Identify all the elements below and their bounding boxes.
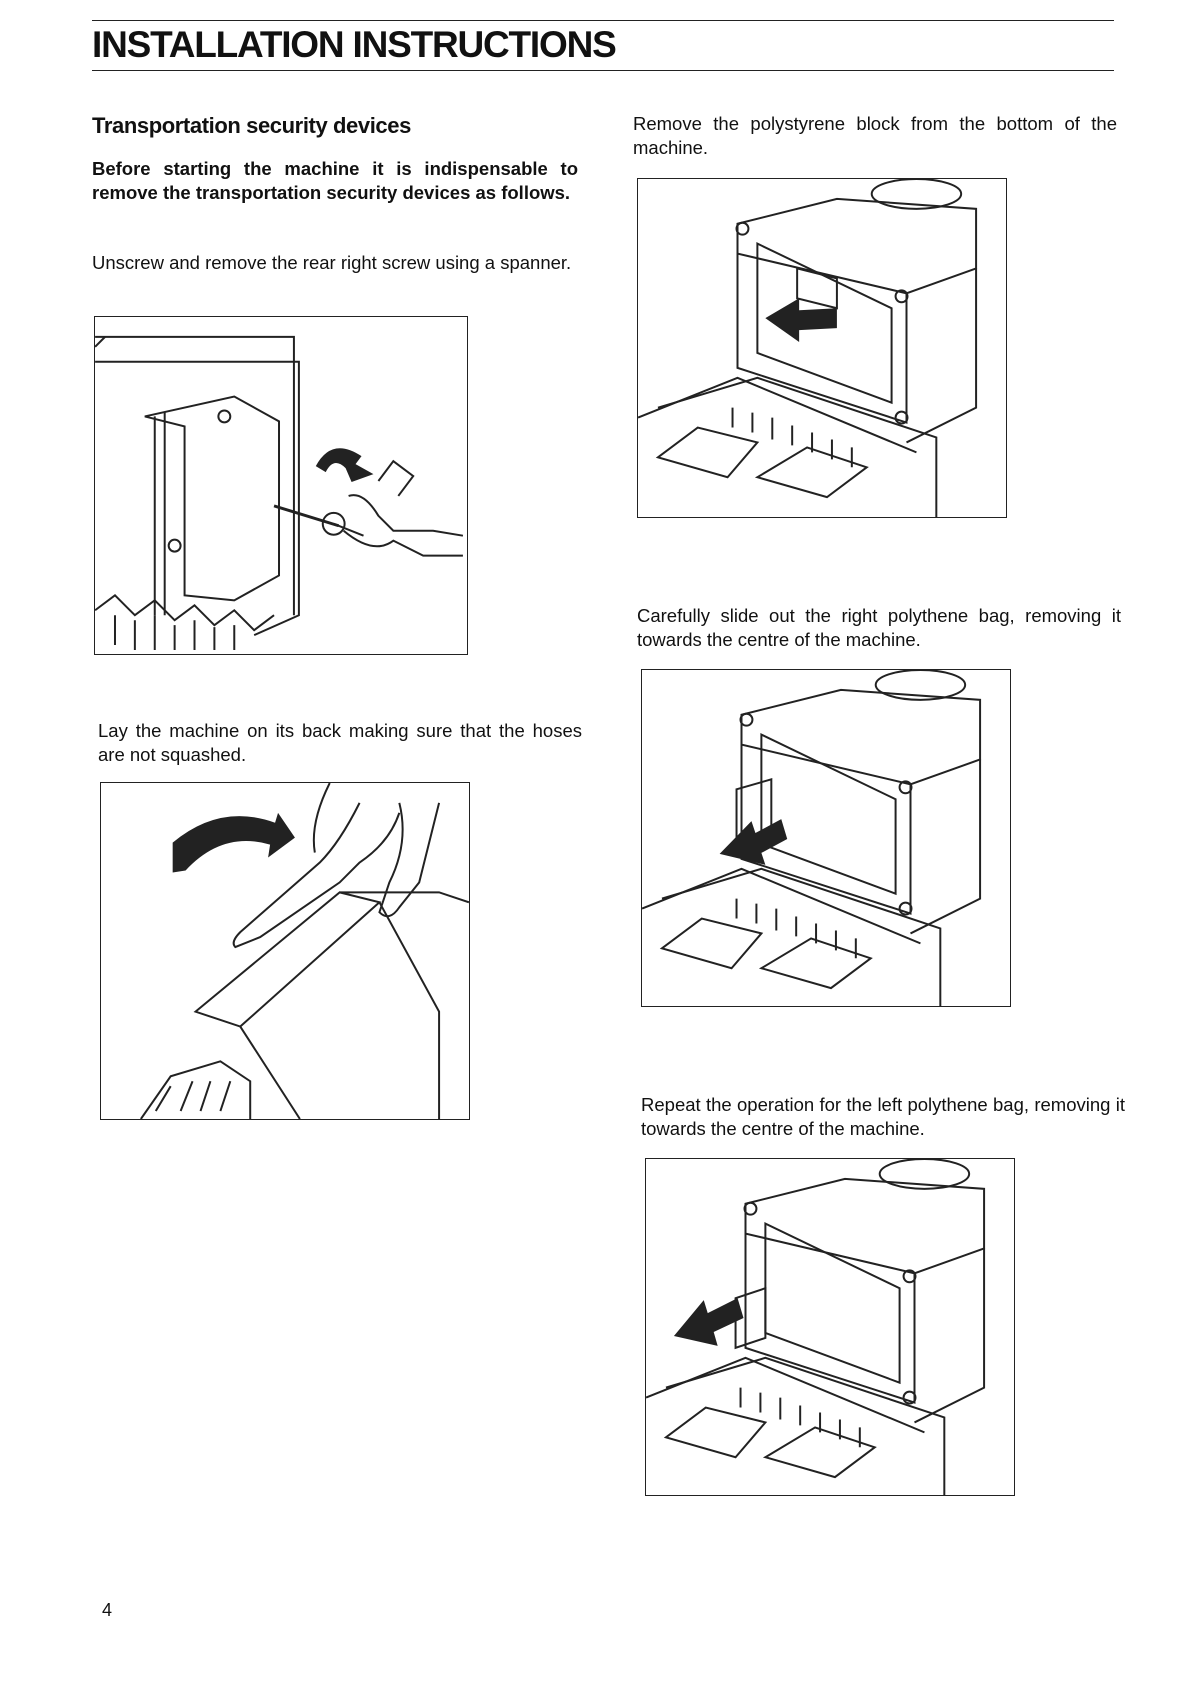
step-lay-machine-text: Lay the machine on its back making sure …: [98, 720, 582, 765]
figure-right-bag: [641, 669, 1011, 1007]
illustration-right-bag: [642, 670, 982, 1006]
illustration-lay-machine: [140, 783, 469, 1119]
step-right-bag-text: Carefully slide out the right polythene …: [637, 605, 1121, 650]
figure-unscrew-screw: [94, 316, 468, 655]
illustration-left-bag: [646, 1159, 986, 1495]
figure-left-bag: [645, 1158, 1015, 1496]
intro-paragraph: Before starting the machine it is indisp…: [92, 158, 578, 203]
illustration-remove-block: [638, 179, 978, 517]
page-title: INSTALLATION INSTRUCTIONS: [92, 24, 617, 65]
section-heading: Transportation security devices: [92, 113, 411, 138]
step-remove-block-text: Remove the polystyrene block from the bo…: [633, 113, 1117, 158]
illustration-unscrew-screw: [95, 335, 464, 651]
figure-lay-machine: [100, 782, 470, 1120]
page-number: 4: [102, 1600, 113, 1620]
header-rule-top: [92, 20, 1114, 21]
step-left-bag-text: Repeat the operation for the left polyth…: [641, 1094, 1125, 1139]
figure-remove-block: [637, 178, 1007, 518]
header-rule-bottom: [92, 70, 1114, 71]
step-unscrew-text: Unscrew and remove the rear right screw …: [92, 252, 572, 273]
